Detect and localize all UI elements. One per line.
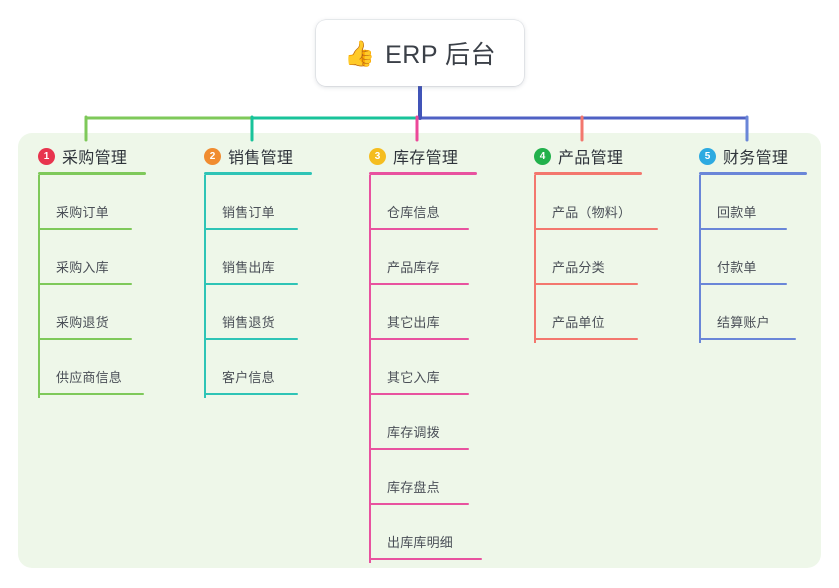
leaf-item-rule xyxy=(369,283,469,285)
thumbs-up-icon: 👍 xyxy=(343,39,376,68)
leaf-item-rule xyxy=(38,393,144,395)
leaf-item[interactable]: 采购订单 xyxy=(38,175,142,230)
leaf-item-label: 采购入库 xyxy=(56,260,109,275)
leaf-item-label: 结算账户 xyxy=(717,315,770,330)
leaf-item[interactable]: 回款单 xyxy=(699,175,797,230)
leaf-item-rule xyxy=(204,338,298,340)
leaf-item-rule xyxy=(699,228,787,230)
leaf-item-rule xyxy=(534,338,638,340)
branch-spine-1 xyxy=(38,175,40,398)
leaf-item-label: 付款单 xyxy=(717,260,757,275)
leaf-item[interactable]: 产品单位 xyxy=(534,285,648,340)
leaf-item-rule xyxy=(38,283,132,285)
branch-spine-3 xyxy=(369,175,371,563)
branch-title-2: 销售管理 xyxy=(228,150,294,167)
leaf-item-label: 产品库存 xyxy=(387,260,440,275)
root-title: ERP 后台 xyxy=(385,41,497,69)
leaf-item[interactable]: 产品（物料） xyxy=(534,175,668,230)
branch-header-5[interactable]: 5 财务管理 xyxy=(699,144,788,168)
leaf-item-label: 采购订单 xyxy=(56,205,109,220)
branch-spine-4 xyxy=(534,175,536,343)
leaf-item[interactable]: 产品库存 xyxy=(369,230,479,285)
leaf-item-label: 仓库信息 xyxy=(387,205,440,220)
leaf-item[interactable]: 付款单 xyxy=(699,230,797,285)
leaf-item-label: 销售出库 xyxy=(222,260,275,275)
leaf-item-rule xyxy=(369,503,469,505)
leaf-item-label: 库存盘点 xyxy=(387,480,440,495)
branch-title-1: 采购管理 xyxy=(62,150,128,167)
branch-spine-5 xyxy=(699,175,701,343)
leaf-item-rule xyxy=(699,338,796,340)
leaf-item-label: 产品（物料） xyxy=(552,205,632,220)
leaf-item[interactable]: 出库库明细 xyxy=(369,505,492,560)
leaf-item-rule xyxy=(204,228,298,230)
branch-spine-2 xyxy=(204,175,206,398)
leaf-item-rule xyxy=(38,228,132,230)
leaf-item-rule xyxy=(534,283,638,285)
root-node-content: 👍 ERP 后台 xyxy=(344,35,496,71)
leaf-item-rule xyxy=(369,448,469,450)
branch-header-2[interactable]: 2 销售管理 xyxy=(204,144,293,168)
leaf-item-rule xyxy=(369,338,469,340)
branch-badge-1: 1 xyxy=(38,147,55,165)
branch-rule-4 xyxy=(534,172,642,175)
branch-title-3: 库存管理 xyxy=(393,150,459,167)
leaf-item-label: 其它入库 xyxy=(387,370,440,385)
leaf-item-rule xyxy=(369,393,469,395)
branch-title-5: 财务管理 xyxy=(723,150,789,167)
leaf-item-rule xyxy=(369,558,482,560)
branch-badge-5: 5 xyxy=(699,147,716,165)
leaf-item-rule xyxy=(534,228,658,230)
leaf-item[interactable]: 销售订单 xyxy=(204,175,308,230)
diagram-panel xyxy=(18,133,821,568)
leaf-item[interactable]: 采购入库 xyxy=(38,230,142,285)
branch-columns: 1 采购管理采购订单采购入库采购退货供应商信息 2 销售管理销售订单销售出库销售退货客… xyxy=(0,133,839,568)
leaf-item[interactable]: 其它出库 xyxy=(369,285,479,340)
leaf-item-label: 库存调拨 xyxy=(387,425,440,440)
leaf-item[interactable]: 结算账户 xyxy=(699,285,806,340)
branch-rule-1 xyxy=(38,172,146,175)
branch-rule-2 xyxy=(204,172,312,175)
branch-header-3[interactable]: 3 库存管理 xyxy=(369,144,458,168)
leaf-item-rule xyxy=(204,283,298,285)
leaf-item[interactable]: 供应商信息 xyxy=(38,340,154,395)
leaf-item[interactable]: 仓库信息 xyxy=(369,175,479,230)
leaf-item[interactable]: 销售退货 xyxy=(204,285,308,340)
leaf-item[interactable]: 库存盘点 xyxy=(369,450,479,505)
leaf-item[interactable]: 销售出库 xyxy=(204,230,308,285)
leaf-item-rule xyxy=(369,228,469,230)
branch-badge-2: 2 xyxy=(204,147,221,165)
branch-header-4[interactable]: 4 产品管理 xyxy=(534,144,623,168)
branch-rule-3 xyxy=(369,172,477,175)
branch-header-1[interactable]: 1 采购管理 xyxy=(38,144,127,168)
leaf-item-label: 产品单位 xyxy=(552,315,605,330)
leaf-item-label: 出库库明细 xyxy=(387,535,454,550)
leaf-item-label: 回款单 xyxy=(717,205,757,220)
leaf-item-rule xyxy=(699,283,787,285)
branch-title-4: 产品管理 xyxy=(558,150,624,167)
leaf-item-rule xyxy=(204,393,298,395)
branch-badge-4: 4 xyxy=(534,147,551,165)
leaf-item[interactable]: 采购退货 xyxy=(38,285,142,340)
leaf-item-label: 供应商信息 xyxy=(56,370,123,385)
leaf-item-label: 客户信息 xyxy=(222,370,275,385)
root-node[interactable]: 👍 ERP 后台 xyxy=(316,20,524,86)
leaf-item-rule xyxy=(38,338,132,340)
leaf-item-label: 其它出库 xyxy=(387,315,440,330)
leaf-item[interactable]: 库存调拨 xyxy=(369,395,479,450)
leaf-item-label: 销售退货 xyxy=(222,315,275,330)
leaf-item-label: 产品分类 xyxy=(552,260,605,275)
branch-badge-3: 3 xyxy=(369,147,386,165)
leaf-item[interactable]: 其它入库 xyxy=(369,340,479,395)
leaf-item-label: 销售订单 xyxy=(222,205,275,220)
leaf-item-label: 采购退货 xyxy=(56,315,109,330)
leaf-item[interactable]: 产品分类 xyxy=(534,230,648,285)
leaf-item[interactable]: 客户信息 xyxy=(204,340,308,395)
branch-rule-5 xyxy=(699,172,807,175)
